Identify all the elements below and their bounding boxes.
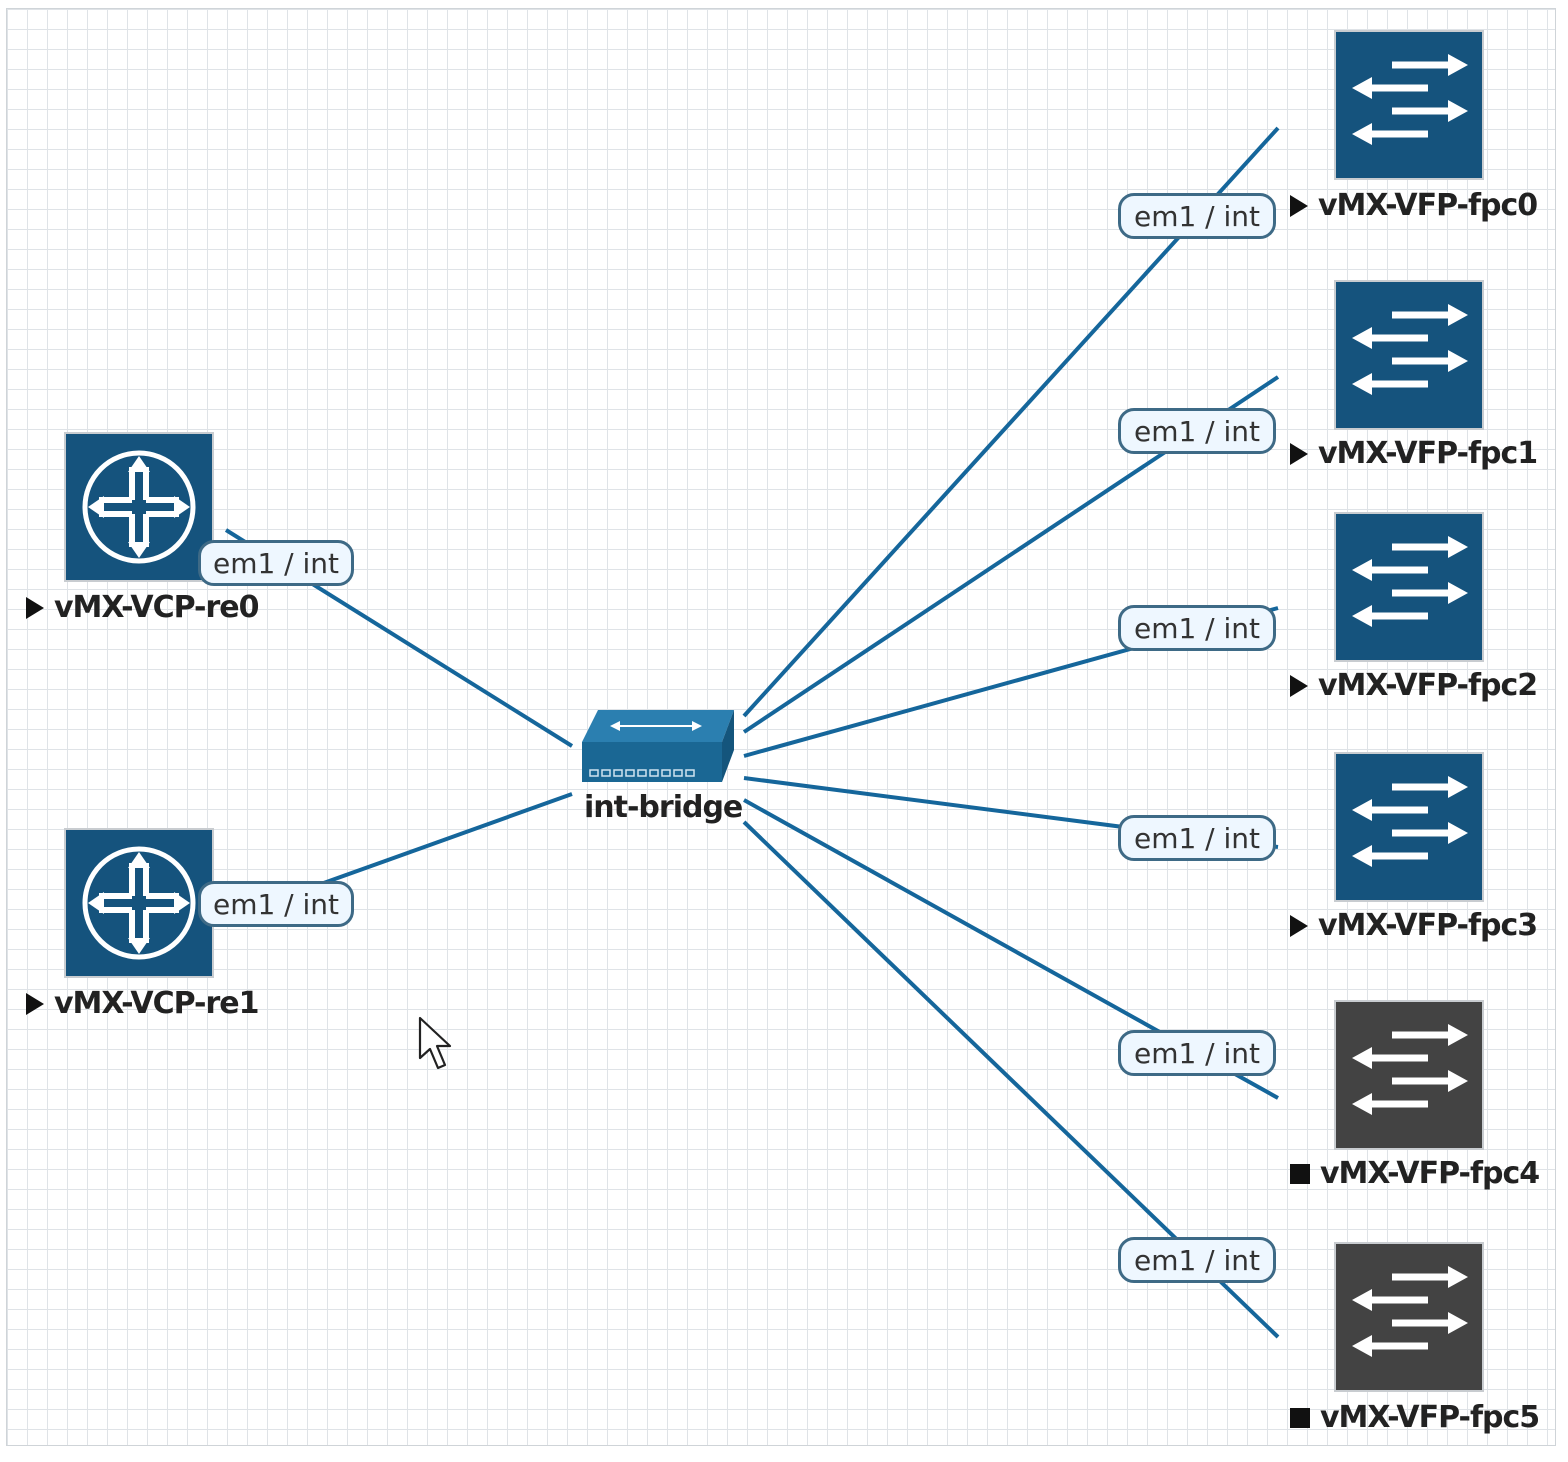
canvas-grid — [6, 8, 1556, 1446]
l2-switch-icon — [1334, 1242, 1484, 1392]
fpc-label-3: vMX-VFP-fpc3 — [1290, 908, 1538, 943]
stopped-state-icon — [1290, 1407, 1310, 1428]
l2-switch-icon — [1334, 280, 1484, 430]
router-node-re0[interactable] — [64, 432, 214, 586]
node-name: vMX-VFP-fpc4 — [1320, 1156, 1540, 1191]
router-icon — [64, 432, 214, 582]
fpc-node-1[interactable] — [1334, 280, 1484, 434]
router-label-re1: vMX-VCP-re1 — [26, 986, 260, 1021]
fpc-label-4: vMX-VFP-fpc4 — [1290, 1156, 1540, 1191]
iface-label-fpc3[interactable]: em1 / int — [1118, 815, 1276, 861]
fpc-node-4[interactable] — [1334, 1000, 1484, 1154]
router-icon — [64, 828, 214, 978]
bridge-node[interactable] — [576, 706, 738, 792]
running-state-icon — [26, 992, 44, 1015]
running-state-icon — [1290, 442, 1308, 465]
switch-icon — [582, 710, 734, 782]
node-name: vMX-VCP-re1 — [54, 986, 260, 1021]
fpc-node-0[interactable] — [1334, 30, 1484, 184]
l2-switch-icon — [1334, 512, 1484, 662]
node-name: vMX-VFP-fpc0 — [1318, 188, 1538, 223]
node-name: vMX-VFP-fpc3 — [1318, 908, 1538, 943]
iface-label-fpc4[interactable]: em1 / int — [1118, 1030, 1276, 1076]
node-name: vMX-VCP-re0 — [54, 590, 260, 625]
running-state-icon — [26, 596, 44, 619]
node-name: vMX-VFP-fpc2 — [1318, 668, 1538, 703]
iface-label-fpc1[interactable]: em1 / int — [1118, 408, 1276, 454]
router-node-re1[interactable] — [64, 828, 214, 982]
router-label-re0: vMX-VCP-re0 — [26, 590, 260, 625]
l2-switch-icon — [1334, 30, 1484, 180]
fpc-node-3[interactable] — [1334, 752, 1484, 906]
iface-label-re0[interactable]: em1 / int — [198, 540, 354, 586]
l2-switch-icon — [1334, 1000, 1484, 1150]
fpc-label-5: vMX-VFP-fpc5 — [1290, 1400, 1540, 1435]
fpc-label-1: vMX-VFP-fpc1 — [1290, 436, 1538, 471]
iface-label-fpc2[interactable]: em1 / int — [1118, 605, 1276, 651]
running-state-icon — [1290, 194, 1308, 217]
iface-label-fpc5[interactable]: em1 / int — [1118, 1237, 1276, 1283]
stopped-state-icon — [1290, 1163, 1310, 1184]
iface-label-re1[interactable]: em1 / int — [198, 881, 354, 927]
running-state-icon — [1290, 674, 1308, 697]
node-name: vMX-VFP-fpc1 — [1318, 436, 1538, 471]
running-state-icon — [1290, 914, 1308, 937]
fpc-label-0: vMX-VFP-fpc0 — [1290, 188, 1538, 223]
fpc-label-2: vMX-VFP-fpc2 — [1290, 668, 1538, 703]
mouse-cursor-icon — [418, 1016, 452, 1070]
bridge-label: int-bridge — [584, 790, 743, 825]
node-name: int-bridge — [584, 790, 743, 825]
fpc-node-5[interactable] — [1334, 1242, 1484, 1396]
fpc-node-2[interactable] — [1334, 512, 1484, 666]
node-name: vMX-VFP-fpc5 — [1320, 1400, 1540, 1435]
l2-switch-icon — [1334, 752, 1484, 902]
iface-label-fpc0[interactable]: em1 / int — [1118, 193, 1276, 239]
